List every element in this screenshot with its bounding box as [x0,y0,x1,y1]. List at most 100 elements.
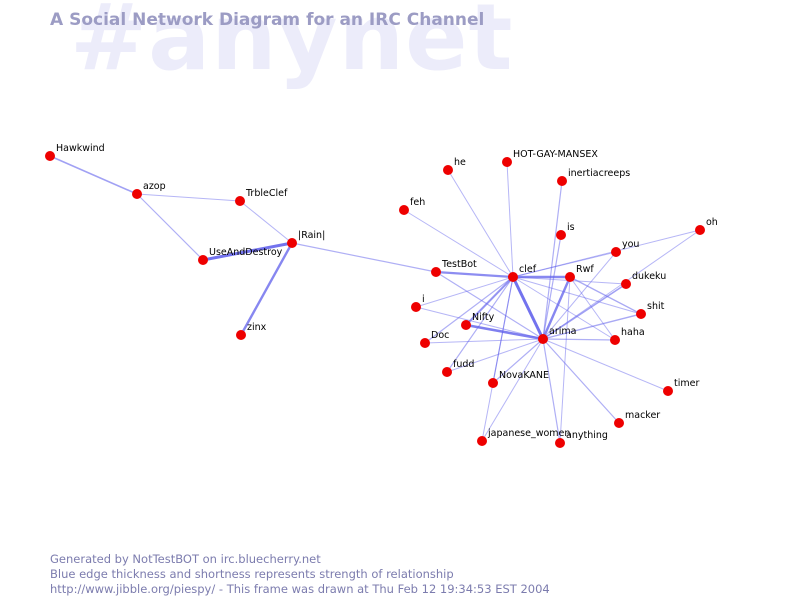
node-label-doc: Doc [431,330,449,341]
node-label-zinx: zinx [247,322,267,333]
edge-shit-arima [542,313,642,340]
node-feh [399,205,409,215]
node-azop [132,189,142,199]
edge-inertiacreeps-arima [542,180,563,340]
edge-fudd-arima [446,338,544,373]
node-label-useanddestroy: UseAndDestroy [209,247,283,258]
node-zinx [236,330,246,340]
edge-novakane-arima [492,338,544,384]
edge-rwf-shit [569,276,642,315]
edge-testbot-arima [435,271,544,340]
edge-useanddestroy-rain [201,241,294,262]
edge-rwf-arima [541,275,572,341]
footer-legend-line: Blue edge thickness and shortness repres… [50,567,454,581]
edge-azop-useanddestroy [136,193,204,261]
edge-is-arima [542,234,562,340]
edge-testbot-clef [434,270,515,279]
node-label-japanese-women: japanese_women [487,428,570,439]
node-useanddestroy [198,255,208,265]
edge-clef-nifty [465,276,514,326]
edge-anything-arima [542,338,561,444]
node-label-macker: macker [625,410,660,421]
edge-i-arima [415,306,544,340]
footer: Generated by NotTestBOT on irc.bluecherr… [50,552,550,597]
node-label-nifty: Nifty [472,312,495,323]
edge-japanese_women-arima [481,338,544,442]
node-dukeku [621,279,631,289]
node-he [443,165,453,175]
node-label-inertiacreeps: inertiacreeps [568,168,630,179]
node-label-feh: feh [410,197,425,208]
node-is [556,230,566,240]
node-trbleclef [235,196,245,206]
node-shit [636,309,646,319]
edge-hawkwind-azop [49,155,138,195]
edge-clef-fudd [446,276,514,373]
edge-clef-japanese_women [481,276,514,442]
node-novakane [488,378,498,388]
footer-generator-line: Generated by NotTestBOT on irc.bluecherr… [50,552,321,566]
node-macker [614,418,624,428]
node-label-he: he [454,157,466,168]
node-you [611,247,621,257]
node-label-dukeku: dukeku [632,271,666,282]
footer-timestamp-line: http://www.jibble.org/piespy/ - This fra… [50,582,550,596]
node-fudd [442,367,452,377]
edge-clef-shit [512,276,642,315]
edge-feh-clef [403,209,514,278]
node-label-rain: |Rain| [298,230,325,241]
node-timer [663,386,673,396]
edge-haha-arima [542,338,616,341]
edge-nifty-arima [464,323,545,341]
node-hot-gay-mansex [502,157,512,167]
edge-rain-testbot [291,242,437,273]
node-hawkwind [45,151,55,161]
node-oh [695,225,705,235]
node-haha [610,335,620,345]
edge-rain-zinx [239,241,294,337]
node-japanese-women [477,436,487,446]
node-i [411,302,421,312]
node-anything [555,438,565,448]
node-label-anything: anything [566,430,608,441]
node-label-timer: timer [674,378,699,389]
node-label-clef: clef [519,264,537,275]
edge-doc-arima [424,338,544,344]
edge-clef-i [415,276,514,308]
node-label-trbleclef: TrbleClef [245,188,288,199]
node-testbot [431,267,441,277]
node-label-novakane: NovaKANE [499,370,549,381]
edge-azop-trbleclef [136,193,241,202]
node-nifty [461,320,471,330]
node-label-hawkwind: Hawkwind [56,143,105,154]
node-label-hot-gay-mansex: HOT-GAY-MANSEX [513,149,598,160]
edge-dukeku-arima [542,283,627,340]
edge-you-arima [542,251,617,340]
node-doc [420,338,430,348]
node-inertiacreeps [557,176,567,186]
node-rain [287,238,297,248]
edge-clef-haha [512,276,616,341]
node-label-azop: azop [143,181,166,192]
edge-trbleclef-rain [239,200,293,244]
node-label-you: you [622,239,639,250]
node-rwf [565,272,575,282]
edge-rwf-haha [569,276,616,341]
node-arima [538,334,548,344]
edge-oh-clef [512,229,701,278]
node-clef [508,272,518,282]
node-label-oh: oh [706,217,718,228]
edge-rwf-anything [559,276,571,444]
node-label-rwf: Rwf [576,264,594,275]
node-label-fudd: fudd [453,359,474,370]
edge-hot-gay-mansex-clef [506,161,514,278]
edge-clef-novakane [492,276,514,384]
edge-you-clef [512,251,617,278]
node-label-testbot: TestBot [441,259,477,270]
node-label-i: i [422,294,425,305]
node-label-haha: haha [621,327,645,338]
node-label-shit: shit [647,301,665,312]
